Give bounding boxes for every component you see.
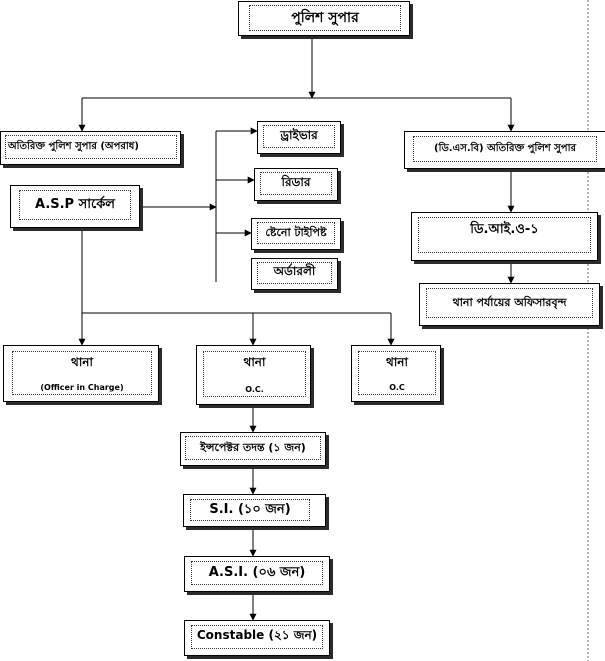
node-si: S.I. (১০ জন) — [183, 494, 326, 527]
node-thana-1-title: থানা — [71, 355, 93, 369]
node-superintendent-label: পুলিশ সুপার — [291, 10, 359, 26]
node-inspector-label: ইন্সপেক্টর তদন্ত (১ জন) — [200, 440, 306, 454]
node-thana-3-subtitle: O.C — [389, 383, 405, 392]
node-reader-label: রিডার — [281, 174, 311, 189]
node-thana-2-title: থানা — [243, 355, 266, 369]
node-asp-circle: A.S.P সার্কেল — [10, 185, 140, 228]
node-reader: রিডার — [254, 168, 338, 201]
node-addl-sp-crime-label: অতিরিক্ত পুলিশ সুপার (অপরাধ) — [8, 140, 139, 152]
node-addl-sp-dsb: (ডি.এস.বি) অতিরিক্ত পুলিশ সুপার — [404, 131, 605, 169]
node-thana-3-title: থানা — [386, 355, 408, 369]
node-driver-label: ড্রাইভার — [280, 127, 318, 142]
node-asi-label: A.S.I. (০৬ জন) — [208, 564, 306, 580]
node-thana-2: থানা O.C. — [196, 345, 311, 405]
node-addl-sp-dsb-label: (ডি.এস.বি) অতিরিক্ত পুলিশ সুপার — [434, 142, 576, 154]
node-thana-2-subtitle: O.C. — [245, 385, 264, 394]
node-orderly: অর্ডারলী — [251, 258, 338, 290]
node-steno: ষ্টেনো টাইপিষ্ট — [251, 218, 341, 250]
node-superintendent: পুলিশ সুপার — [238, 1, 410, 36]
node-asi: A.S.I. (০৬ জন) — [184, 556, 330, 592]
node-thana-3: থানা O.C — [351, 345, 441, 402]
node-addl-sp-crime: অতিরিক্ত পুলিশ সুপার (অপরাধ) — [0, 131, 181, 165]
node-thana-level-officers: থানা পর্যায়ের অফিসারবৃন্দ — [419, 283, 600, 326]
node-dio1-label: ডি.আই.ও-১ — [470, 222, 539, 237]
node-thana-1: থানা (Officer in Charge) — [3, 345, 159, 402]
node-orderly-label: অর্ডারলী — [273, 264, 316, 278]
node-thana-level-officers-label: থানা পর্যায়ের অফিসারবৃন্দ — [452, 295, 567, 309]
node-thana-1-subtitle: (Officer in Charge) — [40, 383, 124, 392]
node-steno-label: ষ্টেনো টাইপিষ্ট — [265, 225, 327, 239]
node-constable-label: Constable (২১ জন) — [196, 628, 318, 642]
node-dio1: ডি.আই.ও-১ — [411, 212, 598, 261]
node-si-label: S.I. (১০ জন) — [209, 501, 291, 517]
node-asp-circle-label: A.S.P সার্কেল — [35, 196, 115, 212]
node-driver: ড্রাইভার — [257, 121, 341, 154]
node-inspector: ইন্সপেক্টর তদন্ত (১ জন) — [180, 432, 326, 466]
node-constable: Constable (২১ জন) — [184, 620, 330, 656]
